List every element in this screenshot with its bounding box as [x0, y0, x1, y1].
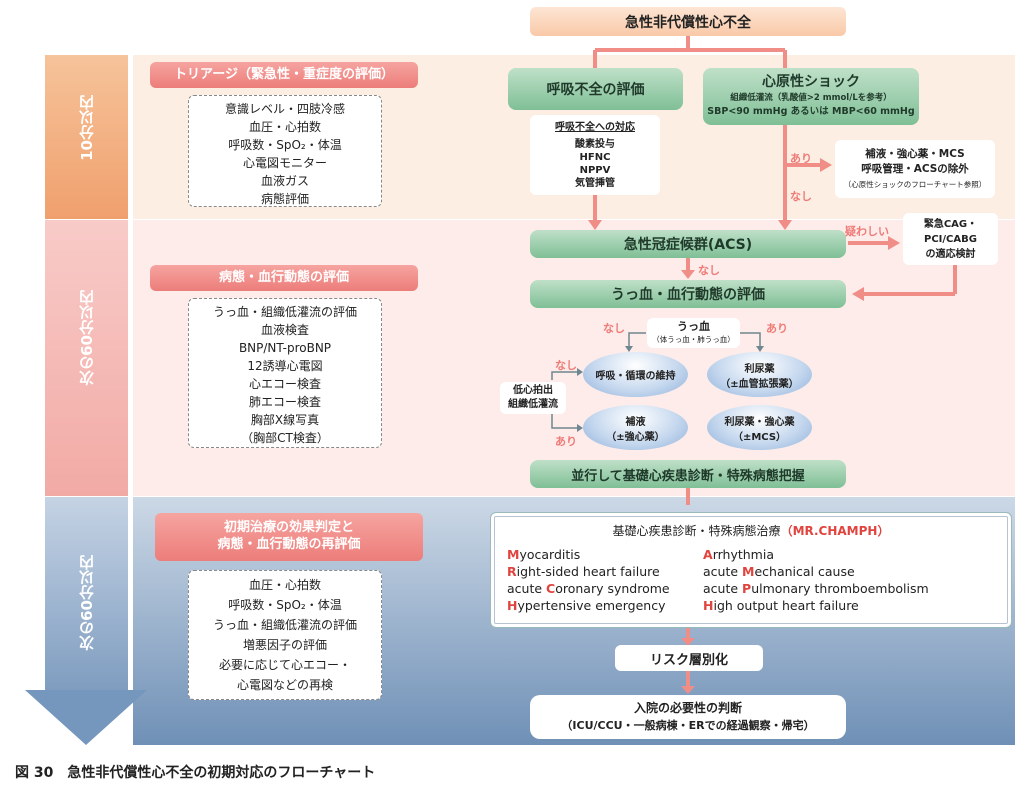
shock-criteria-2: SBP<90 mmHg あるいは MBP<60 mmHg	[707, 105, 915, 117]
congestion-yes-label: あり	[766, 322, 788, 335]
admission-decision-box: 入院の必要性の判断 （ICU/CCU・一般病棟・ERでの経過観察・帰宅）	[530, 695, 846, 739]
respiratory-item: NPPV	[579, 164, 611, 176]
oval-diuretic-inotrope: 利尿薬・強心薬 （±MCS）	[707, 405, 812, 450]
hemo-item: うっ血・組織低灌流の評価	[212, 305, 357, 319]
shock-treatment-line: 補液・強心薬・MCS	[865, 147, 965, 160]
mrchamph-item: Myocarditis	[507, 547, 581, 562]
triage-item: 血圧・心拍数	[248, 120, 321, 134]
respiratory-item: 気管挿管	[575, 177, 615, 189]
hemodynamic-label: 病態・血行動態の評価	[150, 265, 418, 291]
mrchamph-left-column: Myocarditis Right-sided heart failure ac…	[507, 546, 703, 614]
parallel-diagnosis-box: 並行して基礎心疾患診断・特殊病態把握	[530, 460, 846, 488]
respiratory-response-box: 呼吸不全への対応 酸素投与 HFNC NPPV 気管挿管	[530, 115, 660, 195]
reeval-item: 増悪因子の評価	[242, 638, 327, 652]
triage-item: 心電図モニター	[242, 156, 327, 170]
admission-options: （ICU/CCU・一般病棟・ERでの経過観察・帰宅）	[561, 719, 815, 732]
hemo-item: （胸部CT検査）	[241, 431, 329, 445]
mrchamph-item: acute Pulmonary thromboembolism	[703, 581, 929, 596]
respiratory-response-title: 呼吸不全への対応	[555, 121, 635, 133]
oval-text: 呼吸・循環の維持	[595, 371, 676, 382]
hemo-item: 心エコー検査	[248, 377, 321, 391]
time-arrow-segment-3	[45, 497, 128, 690]
reeval-item: 必要に応じて心エコー・	[218, 658, 351, 672]
oval-text: 補液	[625, 416, 646, 428]
shock-title: 心原性ショック	[762, 73, 860, 90]
shock-no-label: なし	[790, 190, 812, 203]
shock-criteria-1: 組織低灌流（乳酸値>2 mmol/Lを参考）	[730, 92, 892, 103]
congestion-question-box: うっ血 （体うっ血・肺うっ血）	[647, 318, 740, 348]
reeval-label-line: 初期治療の効果判定と	[223, 520, 354, 536]
triage-list: 意識レベル・四肢冷感 血圧・心拍数 呼吸数・SpO₂・体温 心電図モニター 血液…	[188, 95, 382, 207]
oval-maintain-circulation: 呼吸・循環の維持	[583, 352, 688, 397]
mrchamph-item: Hypertensive emergency	[507, 598, 666, 613]
reevaluation-label: 初期治療の効果判定と 病態・血行動態の再評価	[155, 513, 423, 561]
shock-yes-label: あり	[790, 152, 812, 165]
acs-suspected-label: 疑わしい	[845, 225, 889, 238]
reeval-item: 血圧・心拍数	[248, 578, 321, 592]
respiratory-item: 酸素投与	[575, 138, 615, 150]
acs-no-label: なし	[698, 264, 720, 277]
time-arrow-segment-2	[45, 220, 128, 496]
figure-caption: 図 30 急性非代償性心不全の初期対応のフローチャート	[15, 765, 376, 781]
low-output-line: 組織低灌流	[508, 399, 558, 410]
emergency-cag-box: 緊急CAG・ PCI/CABG の適応検討	[903, 213, 998, 265]
hemo-item: 胸部X線写真	[250, 413, 320, 427]
congestion-question-sub: （体うっ血・肺うっ血）	[652, 335, 735, 344]
time-arrow-head	[25, 690, 147, 745]
mrchamph-item: Right-sided heart failure	[507, 564, 660, 579]
hemodynamic-list: うっ血・組織低灌流の評価 血液検査 BNP/NT-proBNP 12誘導心電図 …	[188, 298, 382, 448]
low-output-yes-label: あり	[555, 435, 577, 448]
reeval-item: 呼吸数・SpO₂・体温	[228, 598, 342, 612]
hemo-item: 血液検査	[260, 323, 309, 337]
hemo-item: 12誘導心電図	[247, 359, 323, 373]
cag-line: PCI/CABG	[924, 233, 977, 245]
mrchamph-right-column: Arrhythmia acute Mechanical cause acute …	[703, 546, 929, 614]
cag-line: 緊急CAG・	[923, 218, 978, 230]
risk-stratification-box: リスク層別化	[615, 645, 763, 671]
low-output-line: 低心拍出	[513, 385, 553, 396]
low-output-no-label: なし	[555, 359, 577, 372]
mrchamph-item: Arrhythmia	[703, 547, 774, 562]
oval-diuretic: 利尿薬 （±血管拡張薬）	[707, 352, 812, 397]
oval-text: 利尿薬・強心薬	[724, 416, 795, 428]
mrchamph-acronym: （MR.CHAMPH）	[780, 524, 890, 538]
mrchamph-item: acute Mechanical cause	[703, 564, 855, 579]
acs-box: 急性冠症候群(ACS)	[530, 230, 846, 258]
mrchamph-item: High output heart failure	[703, 598, 859, 613]
oval-subtext: （±MCS）	[732, 431, 787, 443]
triage-item: 呼吸数・SpO₂・体温	[228, 138, 342, 152]
mrchamph-item: acute Coronary syndrome	[507, 581, 670, 596]
shock-treatment-box: 補液・強心薬・MCS 呼吸管理・ACSの除外 （心原性ショックのフローチャート参…	[835, 140, 995, 198]
congestion-eval-box: うっ血・血行動態の評価	[530, 280, 846, 308]
oval-subtext: （±血管拡張薬）	[720, 378, 799, 390]
oval-subtext: （±強心薬）	[606, 431, 665, 443]
respiratory-item: HFNC	[579, 151, 611, 163]
triage-item: 血液ガス	[260, 174, 309, 188]
respiratory-failure-box: 呼吸不全の評価	[508, 68, 683, 110]
cardiogenic-shock-box: 心原性ショック 組織低灌流（乳酸値>2 mmol/Lを参考） SBP<90 mm…	[703, 68, 919, 125]
admission-title: 入院の必要性の判断	[633, 701, 742, 715]
congestion-no-label: なし	[603, 322, 625, 335]
oval-text: 利尿薬	[744, 363, 775, 375]
flowchart-title: 急性非代償性心不全	[530, 7, 846, 36]
shock-treatment-line: 呼吸管理・ACSの除外	[861, 162, 969, 175]
reevaluation-list: 血圧・心拍数 呼吸数・SpO₂・体温 うっ血・組織低灌流の評価 増悪因子の評価 …	[188, 570, 382, 700]
mrchamph-box: 基礎心疾患診断・特殊病態治療（MR.CHAMPH） Myocarditis Ri…	[490, 512, 1012, 628]
mrchamph-heading: 基礎心疾患診断・特殊病態治療	[612, 524, 781, 538]
hemo-item: 肺エコー検査	[248, 395, 321, 409]
reeval-item: うっ血・組織低灌流の評価	[212, 618, 357, 632]
time-arrow-segment-1	[45, 55, 128, 219]
triage-label: トリアージ（緊急性・重症度の評価）	[150, 62, 418, 88]
cag-line: の適応検討	[925, 248, 976, 260]
congestion-question: うっ血	[677, 320, 710, 333]
low-output-box: 低心拍出 組織低灌流	[500, 382, 566, 414]
oval-fluid: 補液 （±強心薬）	[583, 405, 688, 450]
reeval-item: 心電図などの再検	[236, 678, 333, 692]
triage-item: 意識レベル・四肢冷感	[224, 102, 345, 116]
shock-treatment-ref: （心原性ショックのフローチャート参照）	[843, 179, 987, 189]
reeval-label-line: 病態・血行動態の再評価	[217, 537, 361, 552]
hemo-item: BNP/NT-proBNP	[238, 341, 332, 355]
triage-item: 病態評価	[260, 192, 309, 206]
